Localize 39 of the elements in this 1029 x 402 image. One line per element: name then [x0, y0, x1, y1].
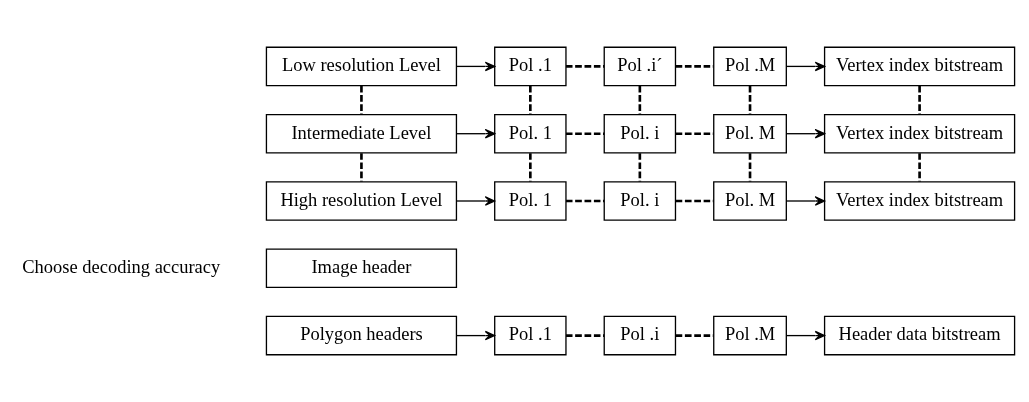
node-box: Pol .i — [603, 315, 677, 356]
node-box: Pol. i — [603, 181, 677, 221]
node-box: Pol .i´ — [603, 46, 677, 87]
node-box: Intermediate Level — [265, 113, 458, 154]
node-box: Pol. 1 — [494, 181, 567, 221]
node-box: Image header — [265, 248, 458, 289]
node-box: Pol. i — [603, 113, 677, 154]
node-box: Vertex index bitstream — [823, 181, 1016, 221]
connector — [566, 334, 605, 337]
connector — [918, 153, 921, 182]
node-box: Pol .1 — [494, 46, 567, 87]
node-box: Pol. M — [713, 113, 787, 154]
connector — [566, 199, 605, 203]
node-box: Pol .M — [713, 315, 787, 356]
connector — [529, 153, 532, 182]
connector — [566, 65, 605, 68]
arrow — [785, 61, 826, 72]
node-box: High resolution Level — [265, 181, 458, 221]
connector — [748, 153, 752, 182]
connector — [566, 132, 605, 136]
arrow — [785, 128, 826, 139]
arrow — [785, 196, 826, 206]
connector — [360, 153, 363, 182]
node-box: Vertex index bitstream — [823, 46, 1016, 87]
arrow — [455, 196, 496, 206]
node-box: Polygon headers — [265, 315, 458, 356]
arrow — [785, 330, 826, 341]
arrow — [455, 128, 496, 139]
node-box: Vertex index bitstream — [823, 113, 1016, 154]
arrow — [455, 330, 496, 341]
node-box: Pol .M — [713, 46, 787, 87]
node-box: Pol .1 — [494, 315, 567, 356]
connector — [638, 153, 642, 182]
node-box: Header data bitstream — [823, 315, 1016, 356]
label: Choose decoding accuracy — [22, 257, 221, 278]
node-box: Low resolution Level — [265, 46, 458, 87]
arrow — [455, 61, 496, 72]
node-box: Pol. 1 — [494, 113, 567, 154]
node-box: Pol. M — [713, 181, 787, 221]
